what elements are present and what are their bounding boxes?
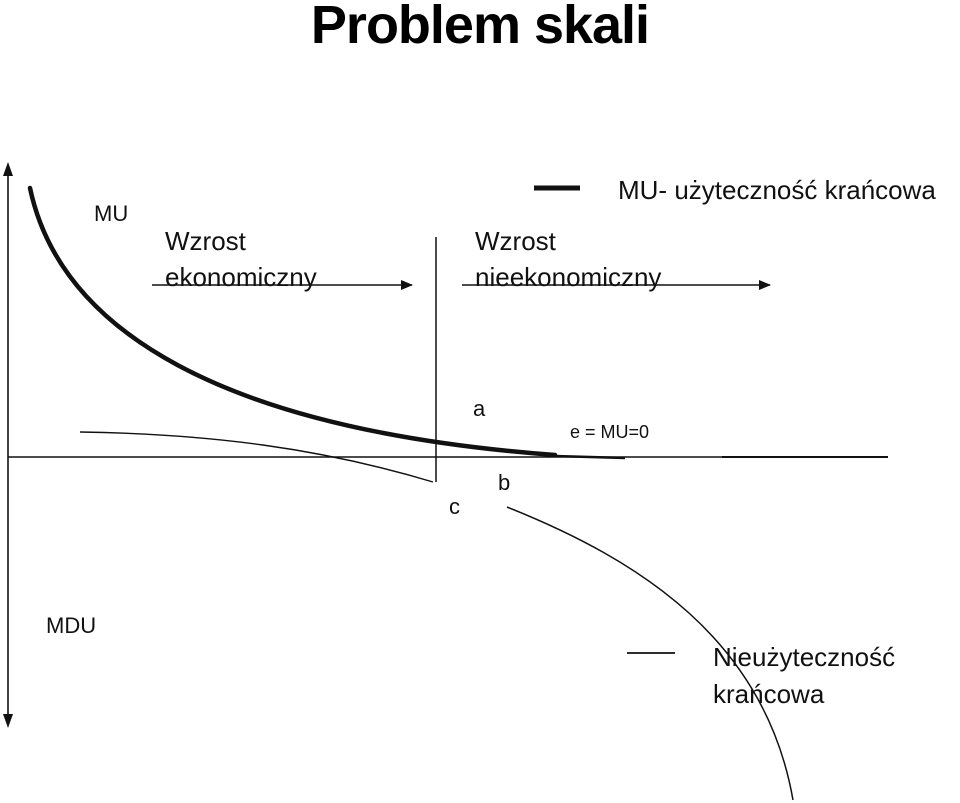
noneconomic-zone-label-line2: nieekonomiczny <box>475 262 661 292</box>
legend-mdu-label-line1: Nieużyteczność <box>713 642 895 672</box>
point-a-label: a <box>473 396 486 421</box>
legend-mu-label: MU- użyteczność krańcowa <box>618 175 936 205</box>
legend-mdu-label-line2: krańcowa <box>713 679 825 709</box>
equilibrium-label: e = MU=0 <box>570 422 649 442</box>
marginal-utility-curve-tail <box>554 454 626 460</box>
marginal-disutility-curve-lower <box>506 506 794 801</box>
y-axis-top-label: MU <box>94 201 128 226</box>
vertical-axis-bottom-arrow <box>3 714 13 728</box>
page-title: Problem skali <box>310 0 650 55</box>
marginal-utility-curve <box>27 185 558 458</box>
economic-zone-label-line1: Wzrost <box>165 226 247 256</box>
point-c-label: c <box>449 494 460 519</box>
y-axis-bottom-label: MDU <box>46 613 96 638</box>
marginal-disutility-curve-upper <box>79 431 434 483</box>
vertical-axis-top-arrow <box>3 162 13 176</box>
point-b-label: b <box>498 470 510 495</box>
noneconomic-zone-label-line1: Wzrost <box>475 226 557 256</box>
economic-zone-label-line2: ekonomiczny <box>165 262 317 292</box>
